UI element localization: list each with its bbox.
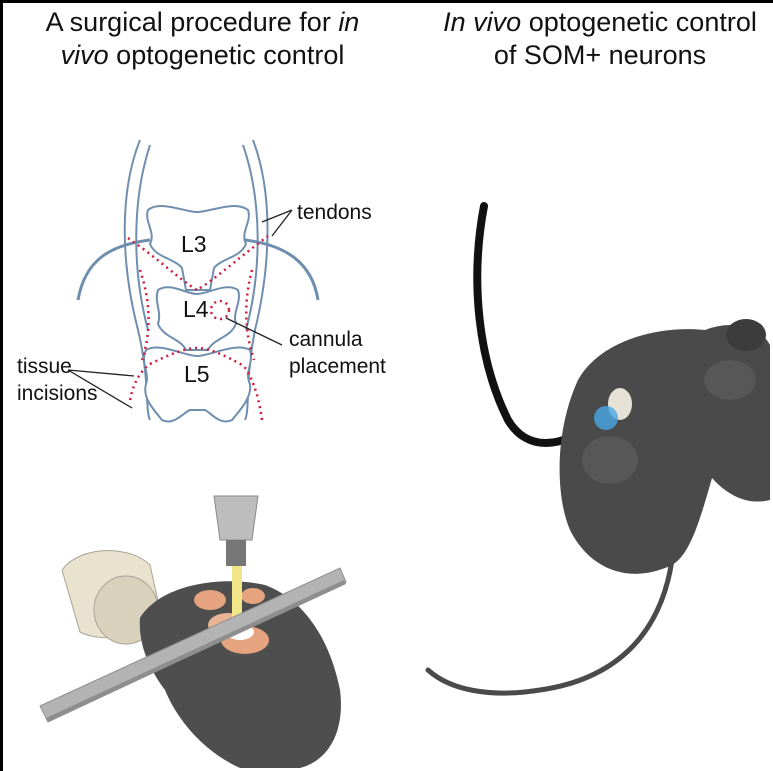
label-placement: placement	[289, 354, 386, 379]
mouse-ear	[726, 319, 766, 351]
label-l3: L3	[181, 232, 207, 257]
light-glow	[594, 406, 618, 430]
label-tissue: tissue	[17, 354, 72, 379]
label-l5: L5	[184, 362, 210, 387]
tendon-left-2	[136, 145, 150, 330]
stereotaxic-holder	[214, 496, 258, 540]
mouse-tail	[428, 560, 672, 693]
label-incisions: incisions	[17, 381, 98, 406]
mouse-optogenetic	[428, 206, 770, 693]
label-tendons: tendons	[297, 200, 372, 225]
label-l4: L4	[183, 297, 209, 322]
label-cannula: cannula	[289, 327, 363, 352]
surgical-illustration	[40, 496, 346, 768]
